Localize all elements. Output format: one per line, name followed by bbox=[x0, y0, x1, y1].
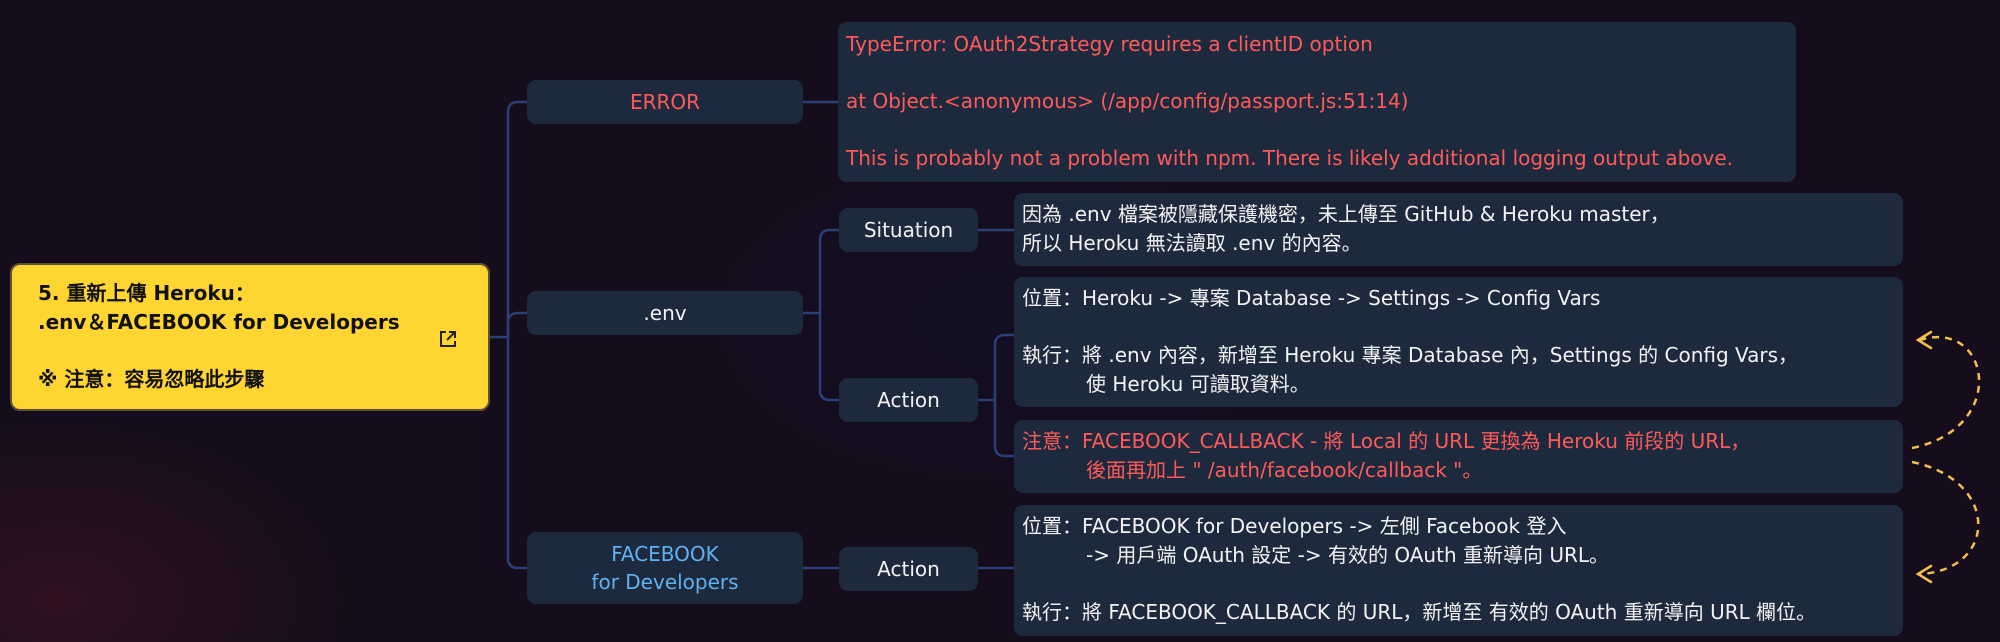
situation-detail-line2: 所以 Heroku 無法讀取 .env 的內容。 bbox=[1022, 231, 1362, 255]
env-note-detail[interactable]: 注意： FACEBOOK_CALLBACK - 將 Local 的 URL 更換… bbox=[1014, 420, 1903, 493]
fb-execute-value: 將 FACEBOOK_CALLBACK 的 URL，新增至 有效的 OAuth … bbox=[1082, 600, 1817, 624]
relation-arrow-down bbox=[1911, 460, 1980, 576]
env-execute-value-line2: 使 Heroku 可讀取資料。 bbox=[1086, 372, 1310, 396]
topic-env-action[interactable]: Action bbox=[839, 378, 978, 422]
env-action-detail[interactable]: 位置： Heroku -> 專案 Database -> Settings ->… bbox=[1014, 277, 1903, 407]
env-location-key: 位置： bbox=[1022, 286, 1082, 310]
error-detail-line2: at Object.<anonymous> (/app/config/passp… bbox=[846, 89, 1409, 113]
error-detail-line1: TypeError: OAuth2Strategy requires a cli… bbox=[846, 32, 1373, 56]
connector-env-to-situation bbox=[818, 228, 839, 313]
error-detail-line3: This is probably not a problem with npm.… bbox=[846, 146, 1734, 170]
topic-env-action-label: Action bbox=[877, 388, 940, 412]
relation-arrowhead-up bbox=[1915, 330, 1933, 350]
root-title-line1: 5. 重新上傳 Heroku： bbox=[38, 281, 255, 305]
topic-error-label: ERROR bbox=[629, 90, 701, 114]
fb-location-value-line2: -> 用戶端 OAuth 設定 -> 有效的 OAuth 重新導向 URL。 bbox=[1086, 543, 1610, 567]
connector-env-to-action bbox=[818, 313, 839, 402]
situation-detail[interactable]: 因為 .env 檔案被隱藏保護機密，未上傳至 GitHub & Heroku m… bbox=[1014, 193, 1903, 266]
topic-fb-action-label: Action bbox=[877, 557, 940, 581]
topic-facebook-label-line1: FACEBOOK bbox=[611, 542, 719, 566]
connector-action-to-location bbox=[993, 333, 1014, 400]
env-execute-key: 執行： bbox=[1022, 343, 1082, 367]
relation-arrow-up bbox=[1911, 336, 1981, 450]
topic-facebook[interactable]: FACEBOOK for Developers bbox=[527, 532, 803, 604]
note-key: 注意： bbox=[1022, 429, 1082, 453]
env-location-value: Heroku -> 專案 Database -> Settings -> Con… bbox=[1082, 286, 1601, 310]
topic-fb-action[interactable]: Action bbox=[839, 547, 978, 591]
note-value-line2: 後面再加上 " /auth/facebook/callback "。 bbox=[1086, 458, 1483, 482]
error-detail[interactable]: TypeError: OAuth2Strategy requires a cli… bbox=[838, 22, 1796, 182]
external-link-icon[interactable] bbox=[438, 329, 458, 349]
connector-root-to-error bbox=[506, 100, 527, 337]
connector-root-to-facebook bbox=[506, 337, 527, 570]
topic-env[interactable]: .env bbox=[527, 291, 803, 335]
fb-location-key: 位置： bbox=[1022, 514, 1082, 538]
connector-root-to-env bbox=[506, 311, 527, 337]
topic-env-label: .env bbox=[643, 301, 687, 325]
fb-location-value-line1: FACEBOOK for Developers -> 左側 Facebook 登… bbox=[1082, 514, 1567, 538]
topic-error[interactable]: ERROR bbox=[527, 80, 803, 124]
fb-action-detail[interactable]: 位置： FACEBOOK for Developers -> 左側 Facebo… bbox=[1014, 505, 1903, 636]
connector-action-to-note bbox=[993, 400, 1014, 458]
relation-arrowhead-down bbox=[1915, 564, 1933, 584]
root-title-line2: .env＆FACEBOOK for Developers bbox=[38, 310, 400, 334]
topic-facebook-label-line2: for Developers bbox=[591, 570, 739, 594]
situation-detail-line1: 因為 .env 檔案被隱藏保護機密，未上傳至 GitHub & Heroku m… bbox=[1022, 202, 1670, 226]
topic-situation[interactable]: Situation bbox=[839, 208, 978, 252]
note-value-line1: FACEBOOK_CALLBACK - 將 Local 的 URL 更換為 He… bbox=[1082, 429, 1751, 453]
root-topic[interactable]: 5. 重新上傳 Heroku： .env＆FACEBOOK for Develo… bbox=[10, 263, 490, 411]
root-note: ※ 注意：容易忽略此步驟 bbox=[38, 367, 265, 391]
env-execute-value-line1: 將 .env 內容，新增至 Heroku 專案 Database 內，Setti… bbox=[1082, 343, 1799, 367]
topic-situation-label: Situation bbox=[863, 218, 954, 242]
fb-execute-key: 執行： bbox=[1022, 600, 1082, 624]
